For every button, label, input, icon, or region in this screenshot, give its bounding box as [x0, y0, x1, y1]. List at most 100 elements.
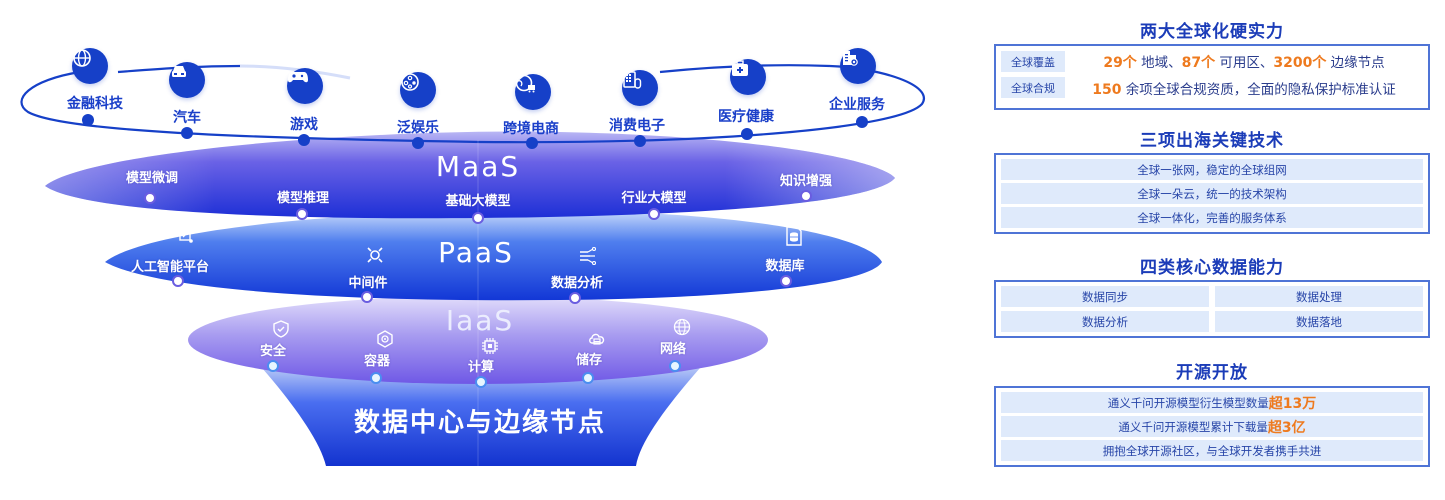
industry-label-auto: 汽车: [173, 110, 201, 126]
tech-section-title: 三项出海关键技术: [1140, 131, 1284, 151]
text-part: 地域、: [1136, 55, 1182, 71]
globe-icon: [73, 49, 91, 67]
industry-icon-healthcare[interactable]: [730, 59, 766, 95]
orbit-dot: [634, 135, 646, 147]
open-source-row: 通义千问开源模型衍生模型数量 超13万: [1001, 392, 1423, 413]
hardware-section-title: 两大全球化硬实力: [1140, 22, 1284, 42]
orbit-dot: [298, 134, 310, 146]
text-part: 边缘节点: [1326, 55, 1385, 71]
industry-icon-fintech[interactable]: [72, 48, 108, 84]
industry-icon-entertainment[interactable]: [400, 72, 436, 108]
text-part: 余项全球合规资质，全面的隐私保护标准认证: [1121, 81, 1396, 98]
iaas-dot: [582, 372, 594, 384]
orbit-dot: [181, 127, 193, 139]
iaas-item-security[interactable]: 安全: [259, 344, 287, 359]
industry-label-fintech: 金融科技: [67, 96, 123, 112]
edge-node-count: 3200个: [1273, 55, 1327, 71]
orbit-dot: [741, 128, 753, 140]
paas-dot: [361, 291, 373, 303]
iaas-dot: [669, 360, 681, 372]
paas-item-data-analysis[interactable]: 数据分析: [550, 276, 604, 291]
open-source-section-title: 开源开放: [1176, 363, 1248, 383]
tech-section-box: 全球一张网，稳定的全球组网 全球一朵云，统一的技术架构 全球一体化，完善的服务体…: [994, 153, 1430, 234]
row-text: 拥抱全球开源社区，与全球开发者携手共进: [1102, 443, 1322, 458]
gamepad-icon: [288, 72, 308, 83]
iaas-dot: [370, 372, 382, 384]
hardware-row-coverage: 全球覆盖 29个 地域、87个 可用区、3200个 边缘节点: [1001, 50, 1423, 73]
orbit-dot: [856, 116, 868, 128]
globe-cart-icon: [515, 74, 535, 93]
hardware-section-box: 全球覆盖 29个 地域、87个 可用区、3200个 边缘节点 全球合规 150 …: [994, 44, 1430, 110]
open-source-section-box: 通义千问开源模型衍生模型数量 超13万 通义千问开源模型累计下载量 超3亿 拥抱…: [994, 386, 1430, 467]
hardware-row-compliance: 全球合规 150 余项全球合规资质，全面的隐私保护标准认证: [1001, 76, 1423, 99]
hardware-tag: 全球合规: [1001, 77, 1065, 98]
paas-title: PaaS: [438, 236, 514, 269]
download-count: 超3亿: [1267, 419, 1306, 436]
industry-label-enterprise: 企业服务: [829, 97, 885, 113]
industry-label-electronics: 消费电子: [609, 118, 665, 134]
paas-dot: [780, 275, 792, 287]
orbit-dot: [82, 114, 94, 126]
iaas-item-compute[interactable]: 计算: [467, 360, 495, 375]
data-cell: 数据落地: [1215, 311, 1423, 332]
iaas-item-container[interactable]: 容器: [363, 354, 391, 369]
maas-title: MaaS: [435, 150, 521, 183]
iaas-dot: [267, 360, 279, 372]
industry-icon-electronics[interactable]: [622, 70, 658, 106]
film-reel-icon: [401, 73, 419, 91]
iaas-title: IaaS: [445, 304, 515, 337]
maas-item-foundation-model[interactable]: 基础大模型: [445, 194, 511, 209]
data-cell: 数据同步: [1001, 286, 1209, 307]
maas-dot: [648, 208, 660, 220]
industry-label-healthcare: 医疗健康: [718, 109, 774, 125]
data-cell: 数据分析: [1001, 311, 1209, 332]
open-source-row: 拥抱全球开源社区，与全球开发者携手共进: [1001, 440, 1423, 461]
industry-icon-ecommerce[interactable]: [515, 74, 551, 110]
maas-dot: [144, 192, 156, 204]
maas-item-inference[interactable]: 模型推理: [276, 191, 330, 206]
data-cell: 数据处理: [1215, 286, 1423, 307]
paas-item-database[interactable]: 数据库: [765, 259, 805, 274]
data-section-box: 数据同步 数据处理 数据分析 数据落地: [994, 280, 1430, 338]
diagram-shapes: [20, 64, 925, 466]
maas-dot: [800, 190, 812, 202]
paas-item-middleware[interactable]: 中间件: [348, 276, 388, 291]
industry-label-entertainment: 泛娱乐: [397, 120, 439, 136]
maas-item-knowledge-enhancement[interactable]: 知识增强: [779, 174, 833, 189]
tech-row: 全球一朵云，统一的技术架构: [1001, 183, 1423, 204]
industry-icon-gaming[interactable]: [287, 68, 323, 104]
text-part: 可用区、: [1215, 55, 1274, 71]
row-text: 通义千问开源模型衍生模型数量: [1107, 395, 1269, 410]
compliance-count: 150: [1092, 81, 1122, 98]
maas-item-industry-model[interactable]: 行业大模型: [621, 191, 687, 206]
industry-label-ecommerce: 跨境电商: [503, 121, 559, 137]
tech-row: 全球一张网，稳定的全球组网: [1001, 159, 1423, 180]
industry-label-gaming: 游戏: [290, 117, 318, 133]
industry-icon-auto[interactable]: [169, 62, 205, 98]
data-section-title: 四类核心数据能力: [1140, 258, 1284, 278]
paas-item-ai-platform[interactable]: 人工智能平台: [130, 260, 210, 275]
maas-item-fine-tuning[interactable]: 模型微调: [125, 171, 179, 186]
enterprise-building-icon: [843, 51, 858, 66]
iaas-item-storage[interactable]: 储存: [575, 353, 603, 368]
capabilities-panel: 两大全球化硬实力 全球覆盖 29个 地域、87个 可用区、3200个 边缘节点 …: [994, 0, 1430, 500]
datacenter-edge-title: 数据中心与边缘节点: [353, 408, 607, 438]
open-source-row: 通义千问开源模型累计下载量 超3亿: [1001, 416, 1423, 437]
keypad-mouse-icon: [623, 71, 642, 89]
iaas-dot: [475, 376, 487, 388]
paas-dot: [569, 292, 581, 304]
row-text: 通义千问开源模型累计下载量: [1118, 419, 1268, 434]
data-capabilities-grid: 数据同步 数据处理 数据分析 数据落地: [1001, 286, 1423, 332]
maas-dot: [472, 212, 484, 224]
medical-kit-icon: [732, 60, 748, 76]
hardware-compliance-text: 150 余项全球合规资质，全面的隐私保护标准认证: [1065, 78, 1423, 98]
industry-icon-enterprise[interactable]: [840, 48, 876, 84]
hardware-coverage-text: 29个 地域、87个 可用区、3200个 边缘节点: [1065, 51, 1423, 72]
maas-dot: [296, 208, 308, 220]
orbit-dot: [526, 137, 538, 149]
tech-row: 全球一体化，完善的服务体系: [1001, 207, 1423, 228]
car-icon: [172, 66, 186, 77]
region-count: 29个: [1103, 55, 1137, 71]
iaas-item-network[interactable]: 网络: [659, 342, 687, 357]
orbit-dot: [412, 137, 424, 149]
